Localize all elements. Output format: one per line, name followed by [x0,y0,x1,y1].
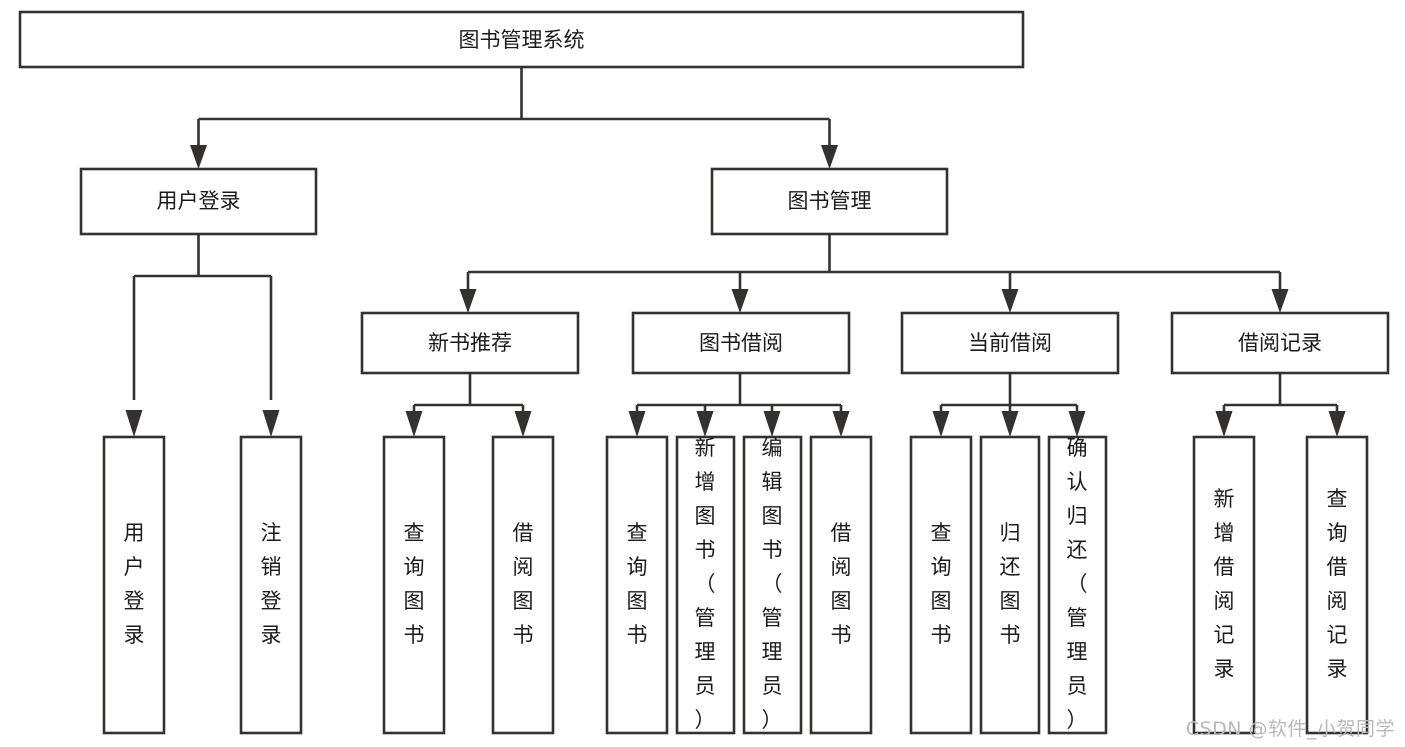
arrow-borrow-record [1271,289,1289,313]
node-leaf-query-record[interactable]: 查询借阅记录 [1305,435,1369,735]
node-leaf-query-record-box[interactable] [1305,435,1369,735]
node-current-borrow-box[interactable] [900,311,1120,375]
node-leaf-query-book-1-box[interactable] [382,435,446,735]
node-leaf-query-book-2[interactable]: 查询图书 [605,435,669,735]
node-leaf-return-book[interactable]: 归还图书 [979,435,1041,735]
node-current-borrow-label: 当前借阅 [968,331,1052,355]
node-leaf-confirm-return[interactable]: 确认归还（管理员） [1047,435,1108,735]
node-book-manage[interactable]: 图书管理 [710,167,949,236]
node-leaf-edit-book[interactable]: 编辑图书（管理员） [742,435,803,735]
node-leaf-query-book-2-box[interactable] [605,435,669,735]
node-leaf-user-logout-box[interactable] [239,435,303,735]
arrow-current-borrow [1001,289,1019,313]
node-leaf-user-login[interactable]: 用户登录 [102,435,166,735]
node-leaf-query-record-label: 查询借阅记录 [1327,487,1348,681]
arrow-leaf-confirm-return [1068,411,1086,437]
node-root[interactable]: 图书管理系统 [18,10,1025,69]
arrow-book-borrow [731,289,749,313]
arrow-leaf-add-book [696,411,714,437]
node-user-login-label: 用户登录 [157,189,241,213]
arrow-to-user-login [190,145,207,169]
node-leaf-user-login-box[interactable] [102,435,166,735]
arrow-leaf-query-book-2 [628,411,646,437]
node-book-borrow[interactable]: 图书借阅 [631,311,851,375]
arrow-leaf-edit-book [763,411,781,437]
node-leaf-borrow-book-2-label: 借阅图书 [831,521,852,647]
node-book-manage-box[interactable] [710,167,949,236]
node-borrow-record[interactable]: 借阅记录 [1170,311,1390,375]
node-leaf-edit-book-box[interactable] [742,435,803,735]
node-user-login-box[interactable] [79,167,318,236]
node-leaf-borrow-book-1[interactable]: 借阅图书 [491,435,555,735]
arrow-leaf-user-logout [262,410,280,437]
node-new-book-recommend-label: 新书推荐 [428,331,512,355]
node-leaf-user-logout-label: 注销登录 [261,521,282,647]
node-leaf-query-book-3[interactable]: 查询图书 [909,435,973,735]
node-leaf-add-record-box[interactable] [1192,435,1256,735]
arrow-leaf-return-book [1001,411,1019,437]
node-leaf-add-book[interactable]: 新增图书（管理员） [675,435,736,735]
node-leaf-confirm-return-box[interactable] [1047,435,1108,735]
arrow-leaf-query-book-1 [405,411,423,437]
node-borrow-record-label: 借阅记录 [1238,331,1322,355]
node-book-borrow-box[interactable] [631,311,851,375]
node-leaf-user-logout[interactable]: 注销登录 [239,435,303,735]
node-leaf-add-book-label: 新增图书（管理员） [695,436,716,732]
node-leaf-query-book-2-label: 查询图书 [627,521,648,647]
node-root-box[interactable] [18,10,1025,69]
arrow-leaf-add-record [1215,411,1233,437]
node-book-borrow-label: 图书借阅 [699,331,783,355]
node-leaf-query-book-3-box[interactable] [909,435,973,735]
node-leaf-add-record-label: 新增借阅记录 [1214,487,1235,681]
arrow-leaf-query-record [1328,411,1346,437]
node-book-manage-label: 图书管理 [788,189,872,213]
node-leaf-borrow-book-1-box[interactable] [491,435,555,735]
arrow-to-book-manage [821,145,838,169]
node-leaf-query-book-3-label: 查询图书 [931,521,952,647]
node-leaf-borrow-book-1-label: 借阅图书 [513,521,534,647]
arrow-leaf-borrow-book-2 [832,411,850,437]
node-leaf-query-book-1-label: 查询图书 [404,521,425,647]
node-leaf-add-record[interactable]: 新增借阅记录 [1192,435,1256,735]
node-leaf-add-book-box[interactable] [675,435,736,735]
node-new-book-recommend-box[interactable] [360,311,580,375]
node-user-login[interactable]: 用户登录 [79,167,318,236]
node-root-label: 图书管理系统 [459,28,585,52]
arrow-new-book-recommend [459,289,477,313]
node-leaf-return-book-box[interactable] [979,435,1041,735]
node-leaf-borrow-book-2-box[interactable] [809,435,873,735]
arrow-leaf-query-book-3 [932,411,950,437]
arrow-leaf-borrow-book-1 [514,411,532,437]
node-borrow-record-box[interactable] [1170,311,1390,375]
node-leaf-query-book-1[interactable]: 查询图书 [382,435,446,735]
node-leaf-borrow-book-2[interactable]: 借阅图书 [809,435,873,735]
node-leaf-return-book-label: 归还图书 [1000,521,1021,647]
connectors [125,67,1346,437]
arrow-leaf-user-login [125,410,143,437]
node-current-borrow[interactable]: 当前借阅 [900,311,1120,375]
node-leaf-confirm-return-label: 确认归还（管理员） [1067,436,1088,732]
node-leaf-user-login-label: 用户登录 [124,521,145,647]
node-new-book-recommend[interactable]: 新书推荐 [360,311,580,375]
node-leaf-edit-book-label: 编辑图书（管理员） [762,436,783,732]
